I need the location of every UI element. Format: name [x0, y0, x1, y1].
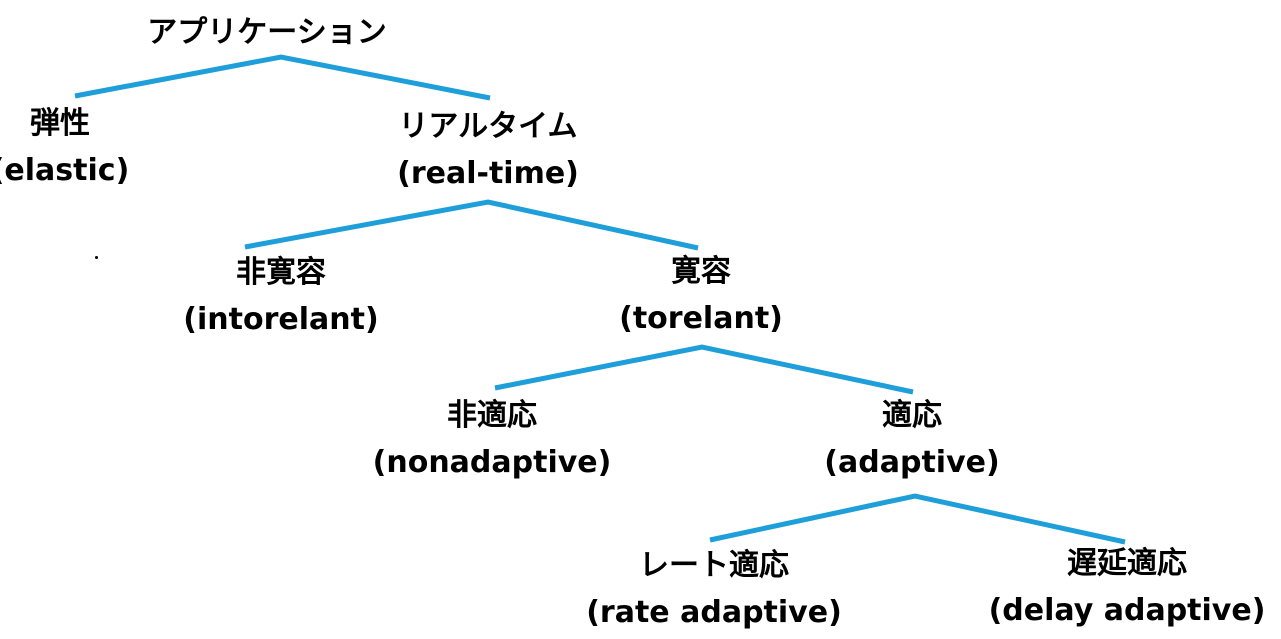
node-tolerant: 寛容 (torelant) — [619, 248, 783, 342]
edge-adaptive-split — [709, 493, 1126, 545]
node-tolerant-label-en: (torelant) — [619, 301, 783, 336]
node-real-time-label-en: (real-time) — [397, 156, 579, 191]
node-nonadaptive-label-en: (nonadaptive) — [372, 445, 612, 480]
edge-application-split — [74, 54, 491, 101]
stray-dot-artifact — [95, 256, 98, 259]
node-adaptive-label-en: (adaptive) — [824, 445, 1000, 480]
node-rate-adaptive: レート適応 (rate adaptive) — [586, 542, 842, 636]
node-adaptive-label-ja: 適応 — [881, 398, 942, 433]
node-elastic-label-en: (elastic) — [0, 153, 130, 188]
node-delay-adaptive-label-ja: 遅延適応 — [1067, 546, 1187, 581]
node-application: アプリケーション — [147, 12, 386, 54]
node-intolerant-label-ja: 非寛容 — [235, 255, 326, 290]
node-real-time: リアルタイム (real-time) — [397, 103, 579, 197]
node-elastic: 弾性 (elastic) — [0, 100, 129, 194]
node-nonadaptive-label-ja: 非適応 — [447, 398, 537, 433]
node-adaptive: 適応 (adaptive) — [824, 392, 999, 486]
node-real-time-label-ja: リアルタイム — [398, 109, 578, 144]
node-rate-adaptive-label-ja: レート適応 — [639, 548, 789, 583]
node-intolerant: 非寛容 (intorelant) — [183, 249, 378, 343]
node-delay-adaptive: 遅延適応 (delay adaptive) — [989, 540, 1266, 634]
node-nonadaptive: 非適応 (nonadaptive) — [373, 392, 612, 486]
edge-tolerant-split — [494, 344, 914, 395]
node-delay-adaptive-label-en: (delay adaptive) — [988, 593, 1266, 628]
node-tolerant-label-ja: 寛容 — [671, 254, 731, 289]
node-intolerant-label-en: (intorelant) — [183, 302, 379, 337]
node-elastic-label-ja: 弾性 — [30, 106, 90, 141]
node-application-label-ja: アプリケーション — [147, 15, 387, 50]
edge-real-time-split — [244, 199, 699, 251]
node-rate-adaptive-label-en: (rate adaptive) — [586, 595, 842, 630]
